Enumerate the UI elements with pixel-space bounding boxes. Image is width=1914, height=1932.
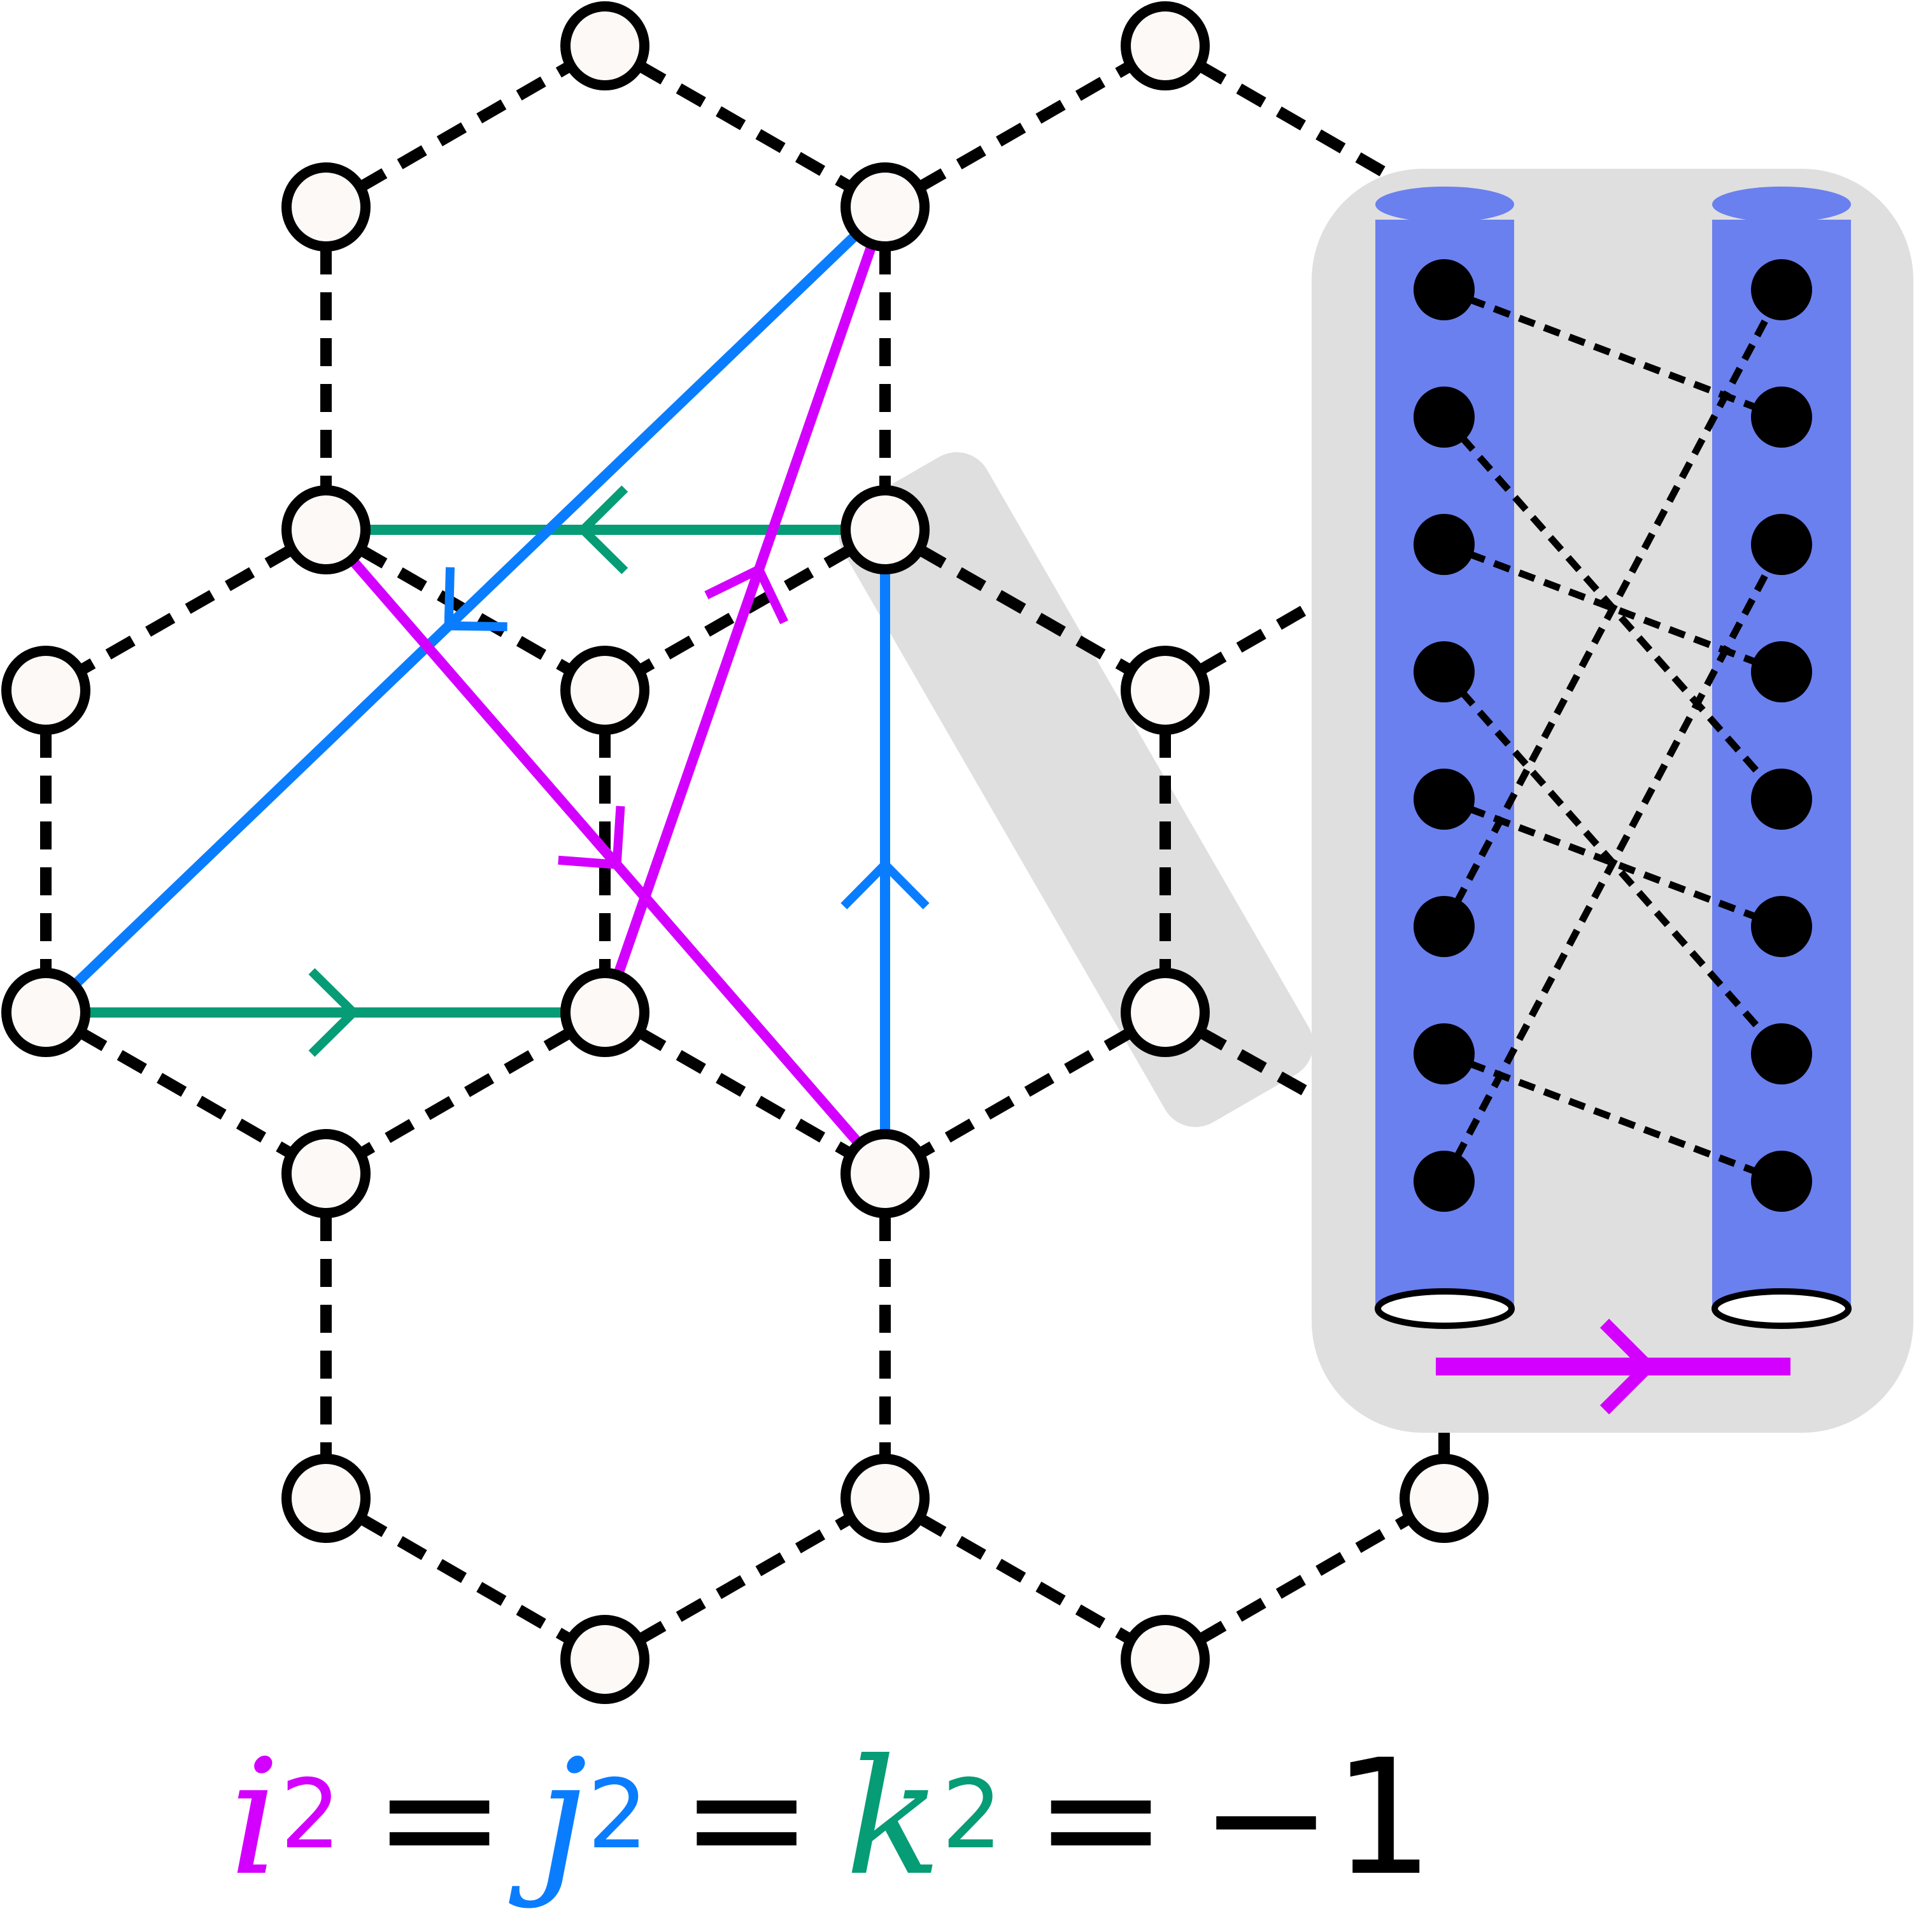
- lattice-bond: [916, 544, 1134, 676]
- chevron-arrow-icon: [704, 563, 788, 625]
- fermion-site-icon: [1751, 387, 1812, 448]
- coupling-line: [1441, 288, 1785, 928]
- lattice-site-icon: [1121, 1, 1210, 90]
- i-path: [600, 205, 890, 1014]
- lattice-site-icon: [560, 1615, 649, 1704]
- chevron-arrow-icon: [558, 806, 625, 870]
- k-exponent: 2: [941, 1759, 1003, 1870]
- fermion-site-icon: [1751, 259, 1812, 320]
- j-exponent: 2: [587, 1759, 648, 1870]
- chevron-arrow-icon: [840, 858, 930, 910]
- lattice-bond: [1196, 1513, 1413, 1645]
- lattice-site-icon: [281, 162, 371, 252]
- lattice-bond: [636, 544, 854, 676]
- lattice-site-icon: [1121, 646, 1210, 735]
- lattice-site-icon: [1400, 1454, 1489, 1543]
- fermion-site-icon: [1414, 769, 1475, 830]
- lattice-site-icon: [281, 1129, 371, 1218]
- lattice-bond: [357, 544, 574, 676]
- lattice-site-icon: [281, 485, 371, 574]
- tube-left: [1375, 187, 1515, 1329]
- fermion-site-icon: [1414, 1151, 1475, 1212]
- fermion-site-icon: [1751, 1023, 1812, 1084]
- lattice-bond: [916, 1513, 1134, 1645]
- chevron-arrow-icon: [308, 968, 360, 1057]
- lattice-bond: [77, 544, 295, 676]
- quaternion-paths: [42, 203, 930, 1177]
- equals-sign: =: [679, 1725, 814, 1910]
- highlight-region: [839, 452, 1314, 1127]
- fermion-site-icon: [1751, 1151, 1812, 1212]
- lattice-site-icon: [560, 968, 649, 1057]
- chevron-arrow-icon: [444, 567, 507, 632]
- lattice-site-icon: [1121, 1615, 1210, 1704]
- minus-one: −1: [1199, 1725, 1435, 1910]
- j-symbol: j: [537, 1725, 588, 1910]
- lattice-site-icon: [840, 1454, 930, 1543]
- fermion-site-icon: [1751, 641, 1812, 702]
- lattice-site-icon: [1, 646, 90, 735]
- chevron-right-icon: [1599, 1318, 1657, 1415]
- lattice-site-icon: [1, 968, 90, 1057]
- inset-panel: [1312, 169, 1913, 1433]
- k-symbol: k: [845, 1725, 942, 1910]
- lattice-site-icon: [840, 1129, 930, 1218]
- equals-sign: =: [1034, 1725, 1168, 1910]
- inset-direction-arrow: [1436, 1318, 1790, 1415]
- fermion-site-icon: [1751, 769, 1812, 830]
- lattice-site-icon: [560, 1, 649, 90]
- lattice-site-icon: [1121, 968, 1210, 1057]
- lattice-bond: [357, 60, 574, 192]
- lattice-site-icon: [840, 485, 930, 574]
- i-symbol: i: [229, 1725, 280, 1910]
- fermion-site-icon: [1751, 896, 1812, 957]
- lattice-site-icon: [560, 646, 649, 735]
- lattice-bond: [916, 60, 1134, 192]
- lattice-site-icon: [281, 1454, 371, 1543]
- i-exponent: 2: [280, 1759, 341, 1870]
- lattice-bond: [357, 1027, 574, 1159]
- fermion-site-icon: [1751, 514, 1812, 575]
- fermion-site-icon: [1414, 259, 1475, 320]
- lattice-bond: [357, 1513, 574, 1645]
- fermion-site-icon: [1414, 896, 1475, 957]
- lattice-bond: [1196, 60, 1413, 192]
- lattice-bond: [1196, 593, 1328, 676]
- fermion-site-icon: [1414, 387, 1475, 448]
- lattice-site-icon: [840, 162, 930, 252]
- fermion-site-icon: [1414, 1023, 1475, 1084]
- lattice-bond: [1196, 1026, 1328, 1107]
- fermion-site-icon: [1414, 641, 1475, 702]
- fermion-couplings: [1441, 286, 1785, 1185]
- equals-sign: =: [372, 1725, 506, 1910]
- lattice-bond: [916, 1027, 1134, 1159]
- lattice-bond: [636, 1513, 854, 1645]
- coupling-line: [1441, 543, 1785, 1183]
- fermion-site-icon: [1414, 514, 1475, 575]
- lattice-bond: [636, 1027, 854, 1159]
- fermion-sites: [1414, 259, 1812, 1212]
- tube-end-icon: [1712, 1288, 1852, 1329]
- i-path: [322, 526, 890, 1177]
- lattice-bond: [77, 1027, 295, 1159]
- chevron-arrow-icon: [576, 485, 628, 574]
- lattice-sites: [1, 1, 1489, 1704]
- tube-end-icon: [1375, 1288, 1515, 1329]
- honeycomb-bonds: [40, 60, 1450, 1645]
- j-path: [42, 203, 889, 1016]
- lattice-bond: [636, 60, 854, 192]
